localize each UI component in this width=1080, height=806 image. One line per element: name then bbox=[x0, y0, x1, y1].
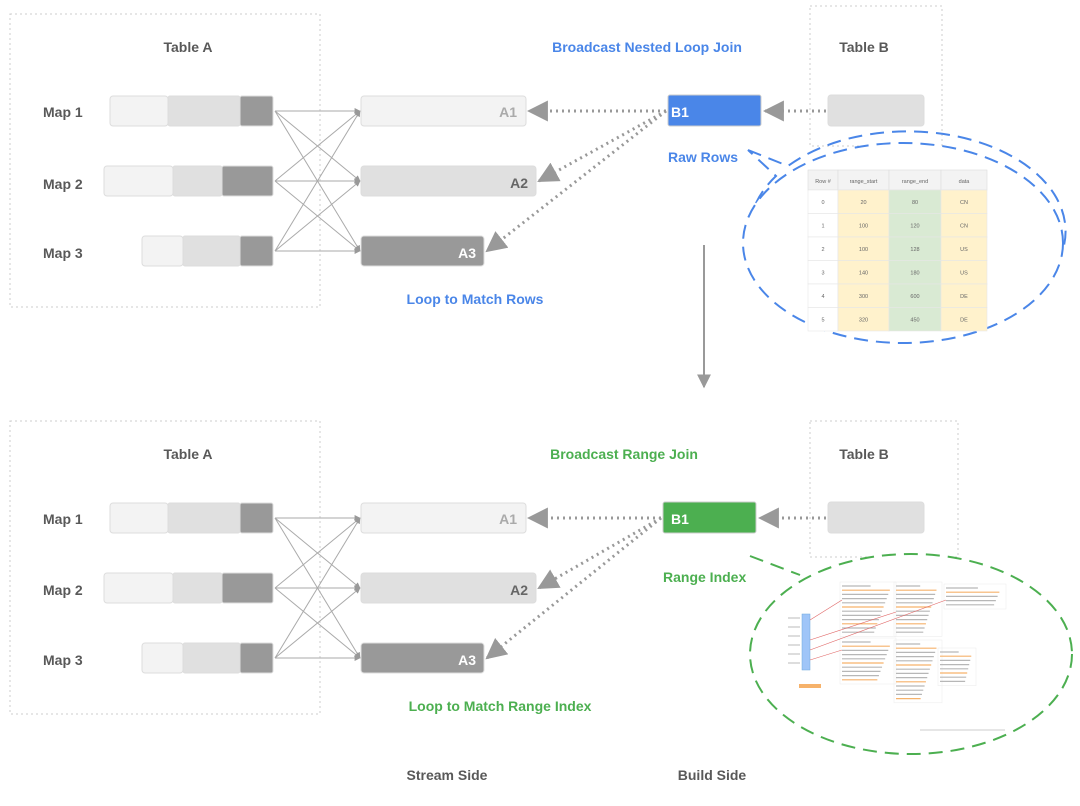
raw-table-cell: DE bbox=[960, 318, 968, 324]
join-title: Broadcast Nested Loop Join bbox=[552, 39, 742, 55]
broadcast-arrows bbox=[485, 507, 826, 660]
raw-table-cell: US bbox=[960, 271, 968, 277]
bubble-label: Raw Rows bbox=[668, 149, 738, 165]
table-a-container bbox=[9, 420, 321, 715]
map-label: Map 3 bbox=[43, 245, 83, 261]
partition-a3: A3 bbox=[360, 642, 485, 674]
table-b-title: Table B bbox=[839, 446, 889, 462]
index-block bbox=[893, 639, 943, 704]
raw-table-cell: 0 bbox=[821, 200, 824, 206]
index-key-marker bbox=[799, 684, 821, 688]
raw-table-header: data bbox=[959, 179, 971, 185]
bubble-label: Range Index bbox=[663, 569, 746, 585]
partition-label: A1 bbox=[499, 104, 517, 120]
table-b-title: Table B bbox=[839, 39, 889, 55]
raw-table-cell: 300 bbox=[859, 294, 868, 300]
raw-table-cell: 4 bbox=[821, 294, 824, 300]
map-2-blocks bbox=[103, 165, 274, 197]
partition-label: A2 bbox=[510, 175, 528, 191]
raw-table-cell: 100 bbox=[859, 224, 868, 230]
index-pointer bbox=[809, 611, 897, 641]
index-pointer bbox=[809, 599, 947, 651]
index-pointer bbox=[809, 649, 843, 661]
raw-table-header: range_start bbox=[850, 179, 878, 185]
shuffle-arrows bbox=[274, 108, 361, 254]
partition-label: A3 bbox=[458, 652, 476, 668]
raw-table-cell: 5 bbox=[821, 318, 824, 324]
raw-table-cell: 2 bbox=[821, 247, 824, 253]
table-b-container bbox=[809, 5, 943, 147]
range-index-bubble bbox=[749, 553, 1073, 755]
broadcast-block-label: B1 bbox=[671, 104, 689, 120]
partition-a2: A2 bbox=[360, 165, 537, 197]
build-side-label: Build Side bbox=[678, 767, 747, 783]
raw-table-cell: 180 bbox=[910, 271, 919, 277]
partition-a1: A1 bbox=[360, 502, 527, 534]
partition-a2: A2 bbox=[360, 572, 537, 604]
raw-table-cell: 1 bbox=[821, 224, 824, 230]
raw-table-header: range_end bbox=[902, 179, 928, 185]
partition-label: A2 bbox=[510, 582, 528, 598]
index-pointer bbox=[809, 599, 843, 621]
range-index-bubble-tail bbox=[749, 555, 801, 576]
raw-table-cell: CN bbox=[960, 224, 968, 230]
broadcast-block-b1 bbox=[662, 501, 757, 534]
map-label: Map 2 bbox=[43, 176, 83, 192]
table-a-title: Table A bbox=[163, 446, 212, 462]
raw-table-cell: 20 bbox=[860, 200, 866, 206]
table-b-block bbox=[827, 94, 925, 127]
loop-label: Loop to Match Range Index bbox=[409, 698, 592, 714]
raw-table-cell: 450 bbox=[910, 318, 919, 324]
map-1-blocks bbox=[109, 95, 274, 127]
table-b-block bbox=[827, 501, 925, 534]
map-label: Map 1 bbox=[43, 511, 83, 527]
map-1-blocks bbox=[109, 502, 274, 534]
broadcast-block-label: B1 bbox=[671, 511, 689, 527]
partition-label: A1 bbox=[499, 511, 517, 527]
bottom-section: Table A Table B Broadcast Range Join Map… bbox=[9, 420, 1073, 755]
range-index-illustration bbox=[788, 581, 1007, 731]
shuffle-arrows bbox=[274, 515, 361, 661]
loop-label: Loop to Match Rows bbox=[407, 291, 544, 307]
map-label: Map 2 bbox=[43, 582, 83, 598]
raw-table-cell: 120 bbox=[910, 224, 919, 230]
index-block bbox=[893, 581, 943, 637]
raw-table-cell: 600 bbox=[910, 294, 919, 300]
map-3-blocks bbox=[141, 235, 274, 267]
map-2-blocks bbox=[103, 572, 274, 604]
raw-table-cell: 128 bbox=[910, 247, 919, 253]
partition-a1: A1 bbox=[360, 95, 527, 127]
map-3-blocks bbox=[141, 642, 274, 674]
index-column bbox=[801, 613, 811, 671]
partition-a3: A3 bbox=[360, 235, 485, 267]
top-section: Table A Table B Broadcast Nested Loop Jo… bbox=[9, 5, 1067, 344]
stream-side-label: Stream Side bbox=[407, 767, 488, 783]
raw-table-cell-bg bbox=[940, 307, 988, 332]
raw-table-header: Row # bbox=[815, 179, 832, 185]
index-block bbox=[943, 583, 1007, 610]
index-block bbox=[937, 647, 977, 686]
index-block bbox=[839, 581, 897, 637]
raw-table-cell: 320 bbox=[859, 318, 868, 324]
map-label: Map 3 bbox=[43, 652, 83, 668]
raw-table-cell: 100 bbox=[859, 247, 868, 253]
broadcast-arrows bbox=[485, 100, 826, 253]
partition-label: A3 bbox=[458, 245, 476, 261]
table-a-container bbox=[9, 13, 321, 308]
table-b-container bbox=[809, 420, 959, 558]
raw-table-cell: 3 bbox=[821, 271, 824, 277]
join-title: Broadcast Range Join bbox=[550, 446, 698, 462]
raw-table-cell: CN bbox=[960, 200, 968, 206]
raw-table-cell: US bbox=[960, 247, 968, 253]
table-a-title: Table A bbox=[163, 39, 212, 55]
broadcast-block-b1 bbox=[667, 94, 762, 127]
map-label: Map 1 bbox=[43, 104, 83, 120]
raw-table-cell: 140 bbox=[859, 271, 868, 277]
raw-table-cell: DE bbox=[960, 294, 968, 300]
raw-table-cell: 80 bbox=[912, 200, 918, 206]
